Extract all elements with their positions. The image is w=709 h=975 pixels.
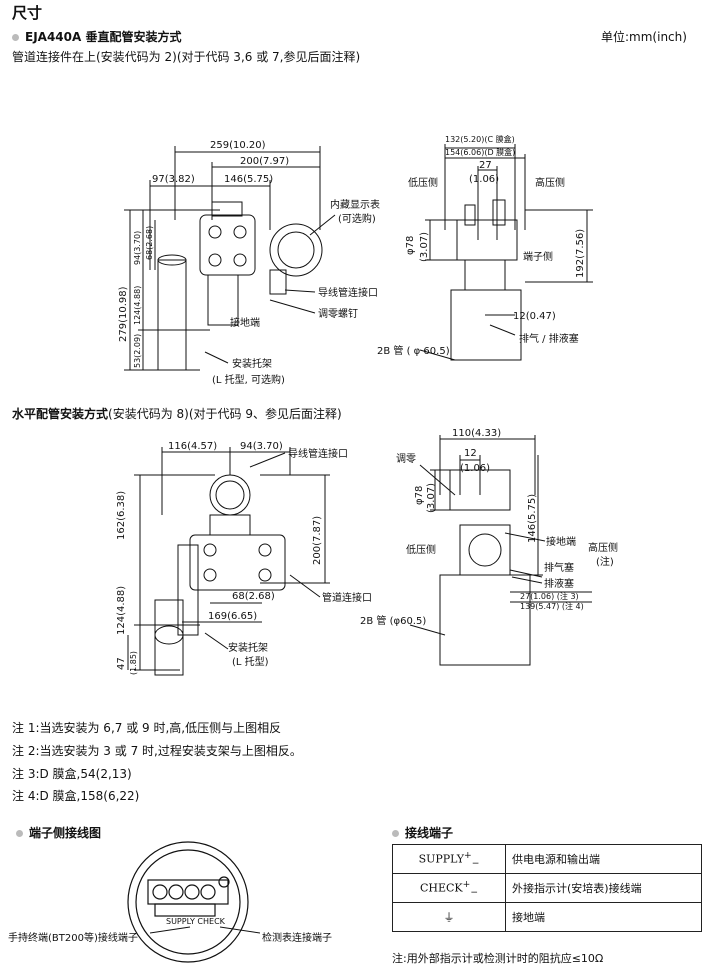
label-ground: 接地端 xyxy=(230,316,260,329)
label-bracket-h: 安装托架 xyxy=(228,641,268,654)
terminal-table-label: 接线端子 xyxy=(405,826,454,840)
vertical-side-drawing: 132(5.20)(C 膜盒) 154(6.06)(D 膜盒) 27 (1.06… xyxy=(377,134,593,361)
label-high-side: 高压侧 xyxy=(535,176,565,189)
label-process-conn: 管道连接口 xyxy=(322,591,372,604)
terminal-desc-ground: 接地端 xyxy=(505,902,702,932)
label-low-side: 低压侧 xyxy=(408,176,438,189)
terminal-diagram-label: 端子侧接线图 xyxy=(29,826,102,840)
note-2: 注 2:当选安装为 3 或 7 时,过程安装支架与上图相反。 xyxy=(12,744,302,758)
dim-94: 94(3.70) xyxy=(133,231,142,265)
label-lcd: 内藏显示表 xyxy=(330,198,380,211)
dim-146-h: 146(5.75) xyxy=(527,494,538,543)
label-high-note: (注) xyxy=(596,555,614,568)
section-horizontal-label: 水平配管安装方式 xyxy=(12,407,109,421)
dim-124-h: 124(4.88) xyxy=(116,586,127,635)
dim-12-h: 12 xyxy=(464,448,477,459)
dim-phi78-inch-h: (3.07) xyxy=(426,483,437,513)
dim-47: 47 xyxy=(116,657,127,670)
dim-53: 53(2.09) xyxy=(133,334,142,368)
label-bracket-type-h: (L 托型) xyxy=(232,655,269,668)
label-check-meter-terminal: 检测表连接端子 xyxy=(262,933,332,944)
dim-68: 68(2.68) xyxy=(145,226,154,260)
label-conduit: 导线管连接口 xyxy=(318,286,378,299)
vertical-description: 管道连接件在上(安装代码为 2)(对于代码 3,6 或 7,参见后面注释) xyxy=(12,50,361,64)
dim-132: 132(5.20)(C 膜盒) xyxy=(445,134,515,144)
bullet-icon xyxy=(16,830,23,837)
dim-169: 169(6.65) xyxy=(208,611,257,622)
dim-200: 200(7.97) xyxy=(240,156,289,167)
dim-27-inch: (1.06) xyxy=(469,174,499,185)
dim-97: 97(3.82) xyxy=(152,174,195,185)
terminal-key-label: SUPPLY xyxy=(418,852,465,866)
dim-259: 259(10.20) xyxy=(210,140,266,151)
terminal-desc-check: 外接指示计(安培表)接线端 xyxy=(505,873,702,903)
dim-phi78-h: φ78 xyxy=(414,486,425,505)
dim-110: 110(4.33) xyxy=(452,428,501,439)
horizontal-front-drawing: 116(4.57) 94(3.70) 导线管连接口 162(6.38) 200(… xyxy=(116,441,372,676)
bullet-icon xyxy=(392,830,399,837)
section-vertical-title: EJA440A 垂直配管安装方式 xyxy=(12,28,181,45)
table-row: SUPPLY+− 供电电源和输出端 xyxy=(392,844,702,874)
terminal-footnote: 注:用外部指示计或检测计时的阻抗应≤10Ω xyxy=(392,952,604,965)
dim-162: 162(6.38) xyxy=(116,491,127,540)
label-terminal-side: 端子侧 xyxy=(523,250,553,263)
dim-phi78-inch: (3.07) xyxy=(419,232,430,262)
dim-116: 116(4.57) xyxy=(168,441,217,452)
dim-12-inch-h: (1.06) xyxy=(460,463,490,474)
label-bracket-type: (L 托型, 可选购) xyxy=(212,373,285,386)
dim-12: 12(0.47) xyxy=(513,311,556,322)
label-lcd-optional: (可选购) xyxy=(338,212,376,225)
label-vent-liquid: 排液塞 xyxy=(544,577,574,590)
table-row: ⏚ 接地端 xyxy=(392,902,702,932)
label-low-side-h: 低压侧 xyxy=(406,543,436,556)
label-vent-air: 排气塞 xyxy=(544,561,574,574)
terminal-table-title: 接线端子 xyxy=(392,824,453,841)
terminal-key-label: CHECK xyxy=(419,881,463,895)
label-handheld-terminal: 手持终端(BT200等)接线端子 xyxy=(8,933,138,944)
dim-146: 146(5.75) xyxy=(224,174,273,185)
terminal-wiring-drawing: SUPPLY CHECK xyxy=(127,841,249,963)
ground-icon: ⏚ xyxy=(392,902,506,932)
section-horizontal-desc: (安装代码为 8)(对于代码 9、参见后面注释) xyxy=(108,407,342,421)
page-title: 尺寸 xyxy=(12,4,43,22)
terminal-diagram-title: 端子侧接线图 xyxy=(16,824,101,841)
dim-124: 124(4.88) xyxy=(133,286,142,325)
note-3: 注 3:D 膜盒,54(2,13) xyxy=(12,767,132,781)
label-2b-pipe-h: 2B 管 (φ60.5) xyxy=(360,614,426,627)
unit-label: 单位:mm(inch) xyxy=(601,30,687,44)
dim-139: 139(5.47) (注 4) xyxy=(520,601,584,611)
bullet-icon xyxy=(12,34,19,41)
label-ground-h: 接地端 xyxy=(546,535,576,548)
label-vent-drain: 排气 / 排液塞 xyxy=(519,332,579,345)
dim-68-h: 68(2.68) xyxy=(232,591,275,602)
terminal-leader-lines xyxy=(150,926,260,934)
dim-192: 192(7.56) xyxy=(575,229,586,278)
dim-200-h: 200(7.87) xyxy=(312,516,323,565)
dim-154: 154(6.06)(D 膜盒) xyxy=(445,147,515,157)
dim-27-h: 27(1.06) (注 3) xyxy=(520,591,579,601)
note-4: 注 4:D 膜盒,158(6,22) xyxy=(12,789,140,803)
terminal-key-supply: SUPPLY+− xyxy=(392,844,506,874)
terminal-table: SUPPLY+− 供电电源和输出端 CHECK+− 外接指示计(安培表)接线端 … xyxy=(392,844,702,932)
label-zero-h: 调零 xyxy=(396,453,416,465)
label-zero-screw: 调零螺钉 xyxy=(318,308,358,320)
section-horizontal-title: 水平配管安装方式(安装代码为 8)(对于代码 9、参见后面注释) xyxy=(12,405,342,422)
dim-94-h: 94(3.70) xyxy=(240,441,283,452)
terminal-key-check: CHECK+− xyxy=(392,873,506,903)
terminal-desc-supply: 供电电源和输出端 xyxy=(505,844,702,874)
section-vertical-label: EJA440A 垂直配管安装方式 xyxy=(25,30,182,44)
terminal-inner-label: SUPPLY CHECK xyxy=(166,917,226,926)
note-1: 注 1:当选安装为 6,7 或 9 时,高,低压侧与上图相反 xyxy=(12,721,282,735)
table-row: CHECK+− 外接指示计(安培表)接线端 xyxy=(392,873,702,903)
horizontal-side-drawing: 110(4.33) 调零 12 (1.06) φ78 (3.07) 146(5.… xyxy=(360,428,618,666)
dim-47-inch: (1.85) xyxy=(129,651,138,675)
label-bracket: 安装托架 xyxy=(232,357,272,370)
dim-phi78: φ78 xyxy=(405,236,416,255)
label-2b-pipe: 2B 管 ( φ 60.5) xyxy=(377,344,450,357)
vertical-front-drawing: 259(10.20) 200(7.97) 97(3.82) 146(5.75) … xyxy=(118,140,380,386)
dim-279: 279(10.98) xyxy=(118,286,129,342)
dim-27: 27 xyxy=(479,160,492,171)
label-high-side-h: 高压侧 xyxy=(588,541,618,554)
label-conduit-h: 导线管连接口 xyxy=(288,447,348,460)
